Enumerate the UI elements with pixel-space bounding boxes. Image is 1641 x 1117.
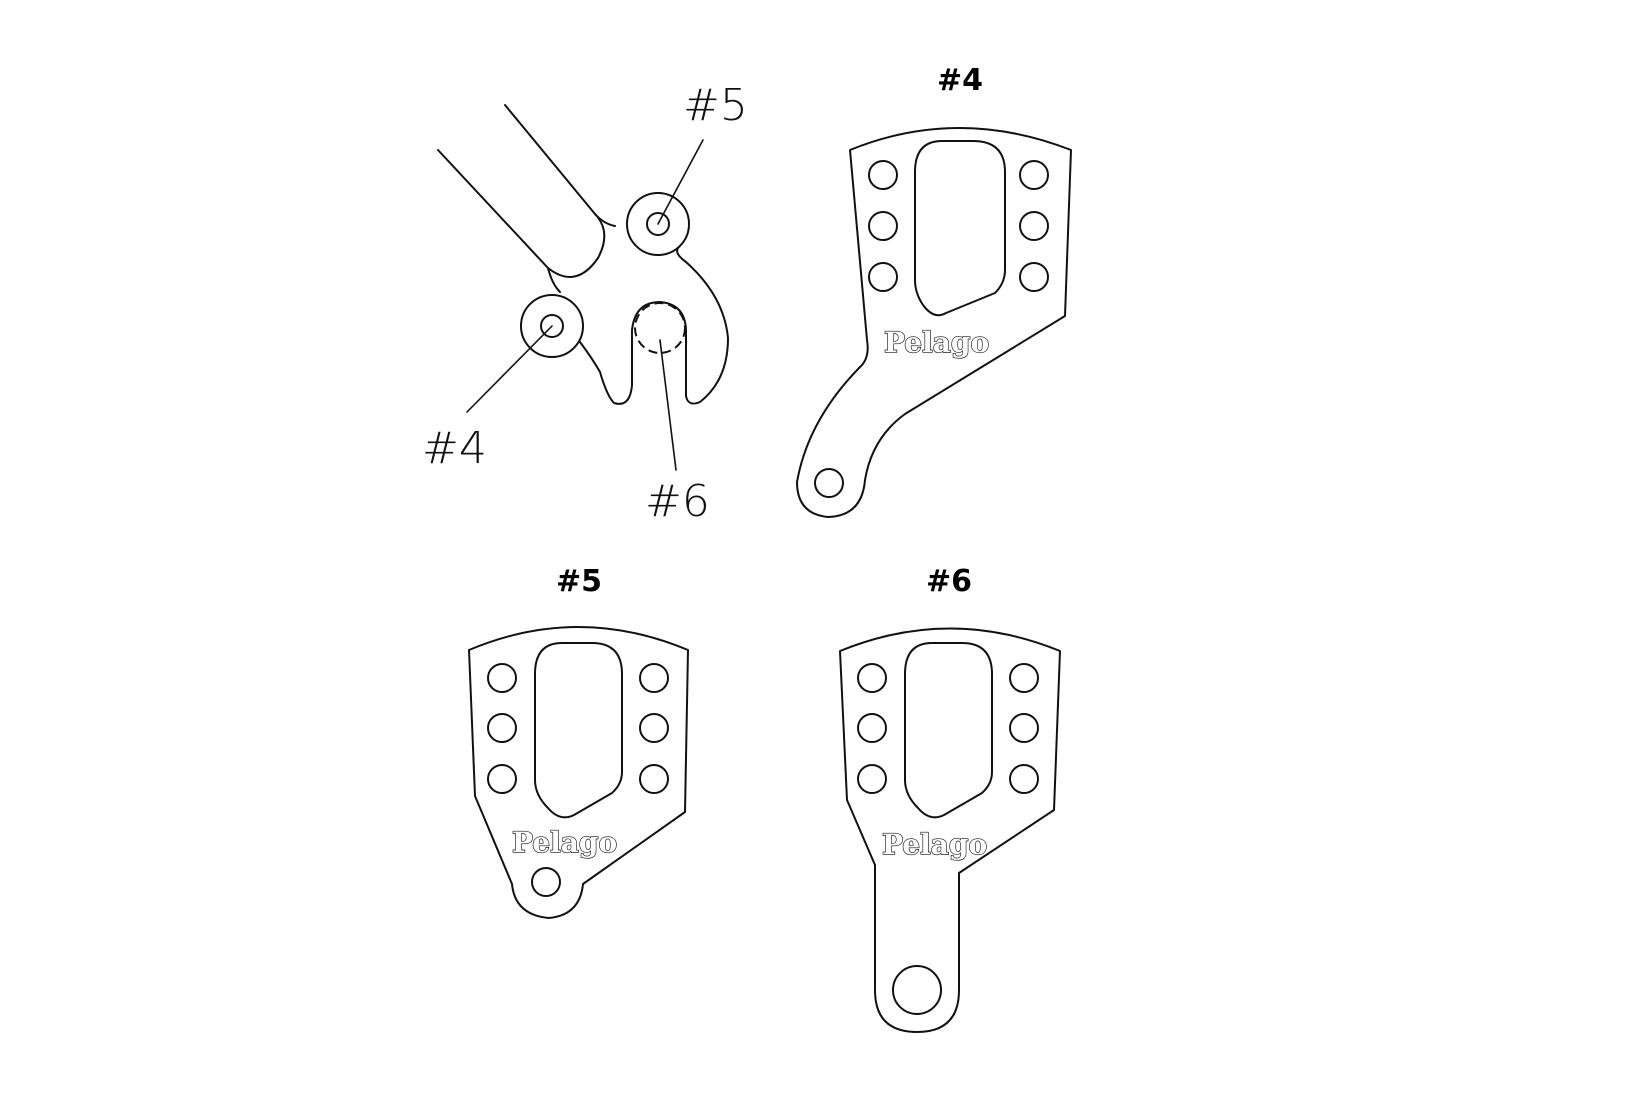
leader-line-5 [657, 139, 704, 225]
plate-5-logo: Pelago [512, 826, 617, 859]
mount-4-hole [540, 314, 564, 338]
plate-4-outline [796, 127, 1072, 518]
plate-6-hole-left-2 [857, 713, 887, 743]
plate-4-tail-hole [814, 468, 844, 498]
callout-label-4: #4 [422, 423, 487, 474]
plate-4-hole-left-1 [868, 160, 898, 190]
plate-5-hole-right-3 [639, 764, 669, 794]
plate-5-hole-left-2 [487, 713, 517, 743]
plate-6: #6 Pelago [839, 564, 1061, 1033]
plate-5-hole-right-2 [639, 713, 669, 743]
plate-6-outline [839, 627, 1061, 1033]
plate-4-hole-right-1 [1019, 160, 1049, 190]
mount-5-outer-ring [626, 192, 690, 256]
seat-stay-outline [437, 104, 606, 278]
plate-5-outline [468, 626, 689, 919]
plate-6-title: #6 [926, 564, 972, 599]
callout-label-6: #6 [645, 476, 710, 527]
mount-6-hidden-ring [634, 302, 686, 354]
plate-5-tail-hole [531, 867, 561, 897]
plate-4-hole-right-3 [1019, 262, 1049, 292]
plate-6-tail-hole [892, 965, 942, 1015]
plate-4-title: #4 [937, 63, 983, 98]
plate-4-hole-right-2 [1019, 211, 1049, 241]
plate-4-hole-left-3 [868, 262, 898, 292]
plate-5-title: #5 [556, 564, 602, 599]
plate-5: #5 Pelago [468, 564, 689, 919]
plate-5-hole-left-3 [487, 764, 517, 794]
callout-label-5: #5 [683, 80, 748, 131]
leader-line-6 [659, 339, 677, 471]
plate-6-hole-right-1 [1009, 663, 1039, 693]
plate-4-logo: Pelago [884, 326, 989, 359]
leader-line-4 [466, 325, 553, 413]
plate-5-window [534, 642, 623, 819]
mount-4-outer-ring [520, 294, 584, 358]
plate-6-hole-left-3 [857, 764, 887, 794]
plate-5-hole-left-1 [487, 663, 517, 693]
dropout-overview: #5 #4 #6 [422, 80, 748, 527]
plate-6-hole-right-2 [1009, 713, 1039, 743]
plate-6-window [904, 642, 993, 819]
plate-6-hole-right-3 [1009, 764, 1039, 794]
plate-6-hole-left-1 [857, 663, 887, 693]
plate-5-hole-right-1 [639, 663, 669, 693]
mount-5-hole [646, 212, 670, 236]
dropout-body-outline [547, 213, 729, 405]
plate-4-hole-left-2 [868, 211, 898, 241]
plate-6-logo: Pelago [882, 828, 987, 861]
plate-4: #4 Pelago [796, 63, 1072, 518]
plate-4-window [914, 140, 1006, 317]
